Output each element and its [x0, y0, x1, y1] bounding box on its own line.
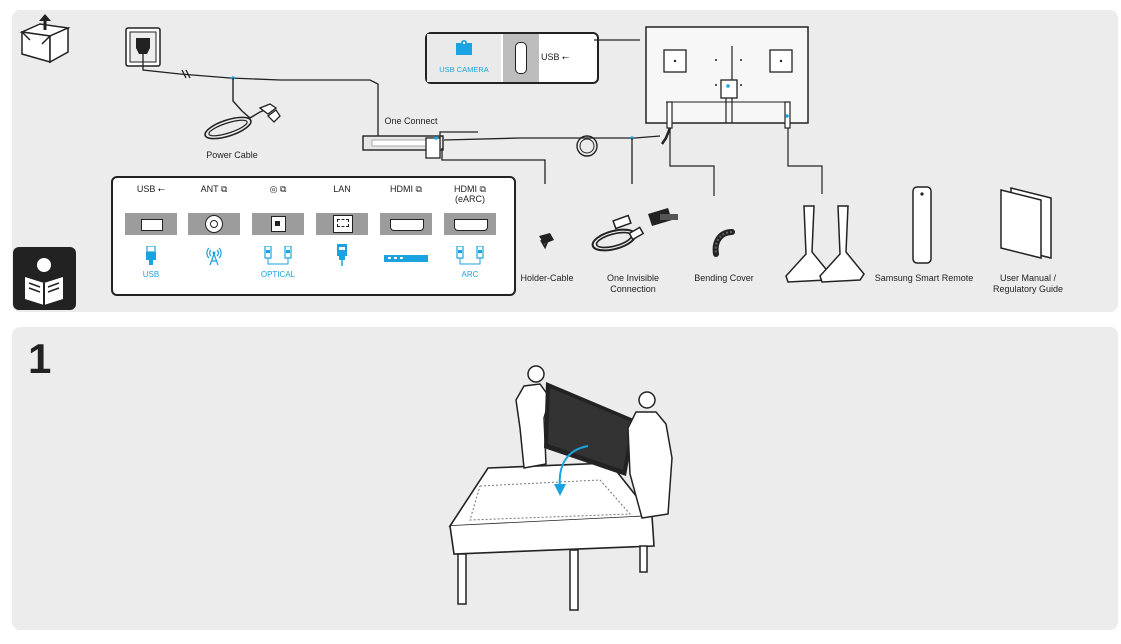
port-title: LAN	[333, 184, 351, 194]
ant-port-icon	[188, 213, 240, 235]
bending-cover-icon	[712, 229, 735, 257]
optical-port-icon	[252, 213, 304, 235]
one-invisible-line2: Connection	[610, 284, 656, 294]
hdmi-earc-port-icon	[444, 213, 496, 235]
hdmi-port-icon	[380, 213, 432, 235]
port-lan: LAN	[314, 178, 370, 294]
hdmi-device-icon	[384, 255, 428, 262]
one-connect-box-icon	[362, 131, 661, 184]
port-label: ARC	[461, 270, 479, 279]
port-subtitle: (eARC)	[454, 194, 485, 204]
port-optical: ◎ ⧉ OPTICAL	[250, 178, 306, 294]
step1-illustration	[448, 365, 673, 611]
port-hdmi-earc: HDMI ⧉ (eARC) ARC	[442, 178, 498, 294]
port-title: USB ⭠	[136, 184, 166, 194]
antenna-icon	[206, 247, 222, 266]
step-number: 1	[28, 335, 52, 382]
power-cable-label: Power Cable	[206, 150, 258, 160]
usb-plug-icon	[146, 246, 156, 265]
power-cable-icon	[125, 27, 379, 140]
smart-remote-icon	[912, 186, 932, 264]
usb-port-icon	[125, 213, 177, 235]
port-title: ANT ⧉	[200, 184, 228, 194]
stand-legs-icon	[785, 205, 865, 283]
port-ant: ANT ⧉	[186, 178, 242, 294]
arc-plug-icon	[456, 246, 484, 265]
read-manual-icon	[13, 247, 76, 310]
port-title: HDMI ⧉	[390, 184, 422, 194]
usb-c-port-icon	[515, 42, 527, 74]
port-title: ◎ ⧉	[269, 184, 287, 194]
camera-icon	[456, 40, 472, 55]
usb-label: USB ⭠	[541, 52, 570, 62]
ports-panel: USB ⭠ USB ANT ⧉ ◎ ⧉	[111, 176, 516, 296]
user-manual-line2: Regulatory Guide	[992, 284, 1064, 294]
user-manual-label: User Manual / Regulatory Guide	[986, 273, 1070, 295]
smart-remote-label: Samsung Smart Remote	[874, 273, 974, 283]
lan-port-icon	[316, 213, 368, 235]
tv-back-icon	[594, 26, 823, 196]
port-label: OPTICAL	[260, 270, 296, 279]
bending-cover-label: Bending Cover	[694, 273, 754, 283]
one-invisible-connection-icon	[591, 208, 678, 252]
port-title: HDMI ⧉	[454, 184, 486, 194]
port-label: USB	[142, 270, 160, 279]
lan-plug-icon	[337, 244, 347, 266]
one-invisible-line1: One Invisible	[606, 273, 660, 283]
box-unpack-icon	[19, 14, 71, 64]
user-manual-line1: User Manual /	[999, 273, 1057, 283]
optical-plug-icon	[264, 246, 292, 265]
user-manual-icon	[1000, 187, 1052, 259]
port-usb: USB ⭠ USB	[123, 178, 179, 294]
one-invisible-connection-label: One Invisible Connection	[595, 273, 671, 295]
usb-camera-label: USB CAMERA	[439, 65, 489, 74]
port-hdmi: HDMI ⧉	[378, 178, 434, 294]
camera-panel: USB CAMERA USB ⭠	[425, 32, 599, 84]
one-connect-label: One Connect	[384, 116, 438, 126]
holder-cable-label: Holder-Cable	[520, 273, 574, 283]
holder-cable-icon	[539, 233, 554, 250]
